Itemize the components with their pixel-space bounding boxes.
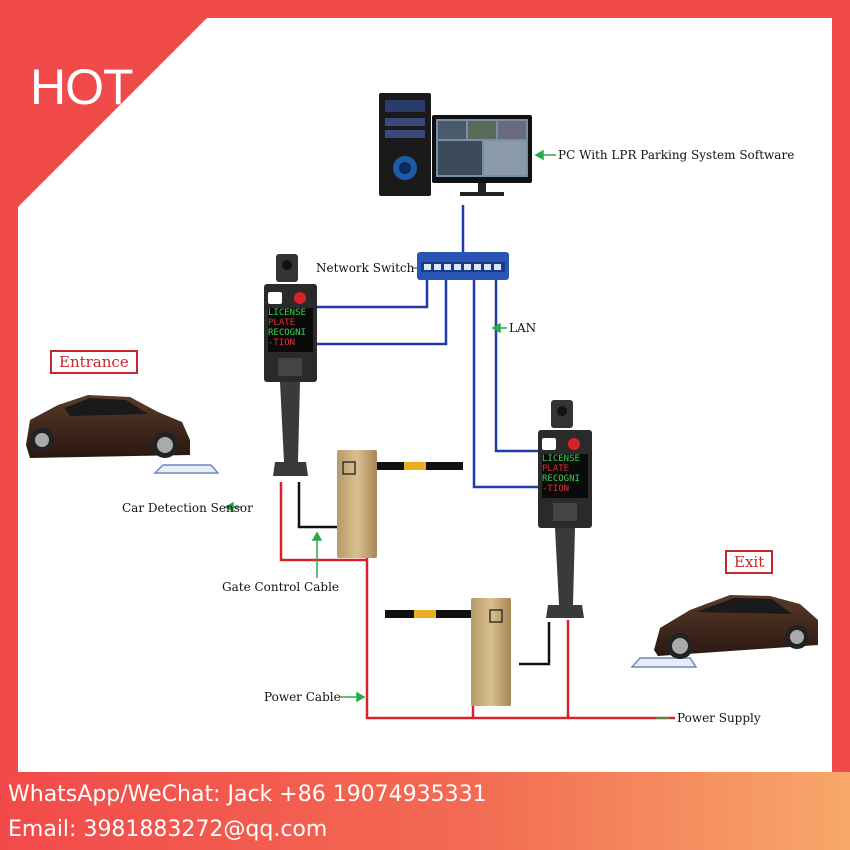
pc-label: PC With LPR Parking System Software (558, 148, 795, 162)
barrier-gate-exit (385, 598, 511, 706)
screen-line: LICENSE (268, 308, 306, 318)
contact-footer: WhatsApp/WeChat: Jack +86 19074935331 Em… (0, 772, 850, 850)
lan-label: LAN (509, 321, 537, 335)
lpr-screen-exit: LICENSE PLATE RECOGNI -TION (542, 454, 588, 494)
screen-line: PLATE (542, 464, 570, 474)
exit-label: Exit (725, 550, 774, 574)
screen-line: PLATE (268, 318, 296, 328)
lpr-screen-entrance: LICENSE PLATE RECOGNI -TION (268, 308, 313, 348)
screen-line: -TION (268, 338, 296, 348)
car-sensor-label: Car Detection Sensor (122, 501, 253, 515)
email-line: Email: 3981883272@qq.com (8, 817, 328, 842)
entrance-label: Entrance (50, 350, 138, 374)
screen-line: -TION (542, 484, 570, 494)
frame-right-border (832, 0, 850, 780)
pc-monitor (432, 115, 532, 196)
lpr-camera-entrance (264, 254, 317, 476)
hot-corner-banner (0, 0, 225, 225)
barrier-gate-entrance (337, 450, 463, 558)
control-wires (297, 482, 551, 666)
network-switch-label: Network Switch (316, 261, 415, 275)
pc-tower (379, 93, 431, 196)
power-supply-label: Power Supply (677, 711, 761, 725)
hot-badge-text: HOT (30, 59, 134, 115)
network-switch (417, 252, 509, 280)
lpr-camera-exit (538, 400, 592, 618)
screen-line: RECOGNI (268, 328, 306, 338)
contact-line: WhatsApp/WeChat: Jack +86 19074935331 (8, 782, 487, 807)
screen-line: LICENSE (542, 454, 580, 464)
car-entrance (26, 395, 220, 474)
gate-cable-label: Gate Control Cable (222, 580, 340, 594)
power-cable-label: Power Cable (264, 690, 341, 704)
power-wires (279, 482, 675, 720)
screen-line: RECOGNI (542, 474, 580, 484)
network-wires (317, 205, 540, 489)
car-exit (630, 595, 818, 668)
